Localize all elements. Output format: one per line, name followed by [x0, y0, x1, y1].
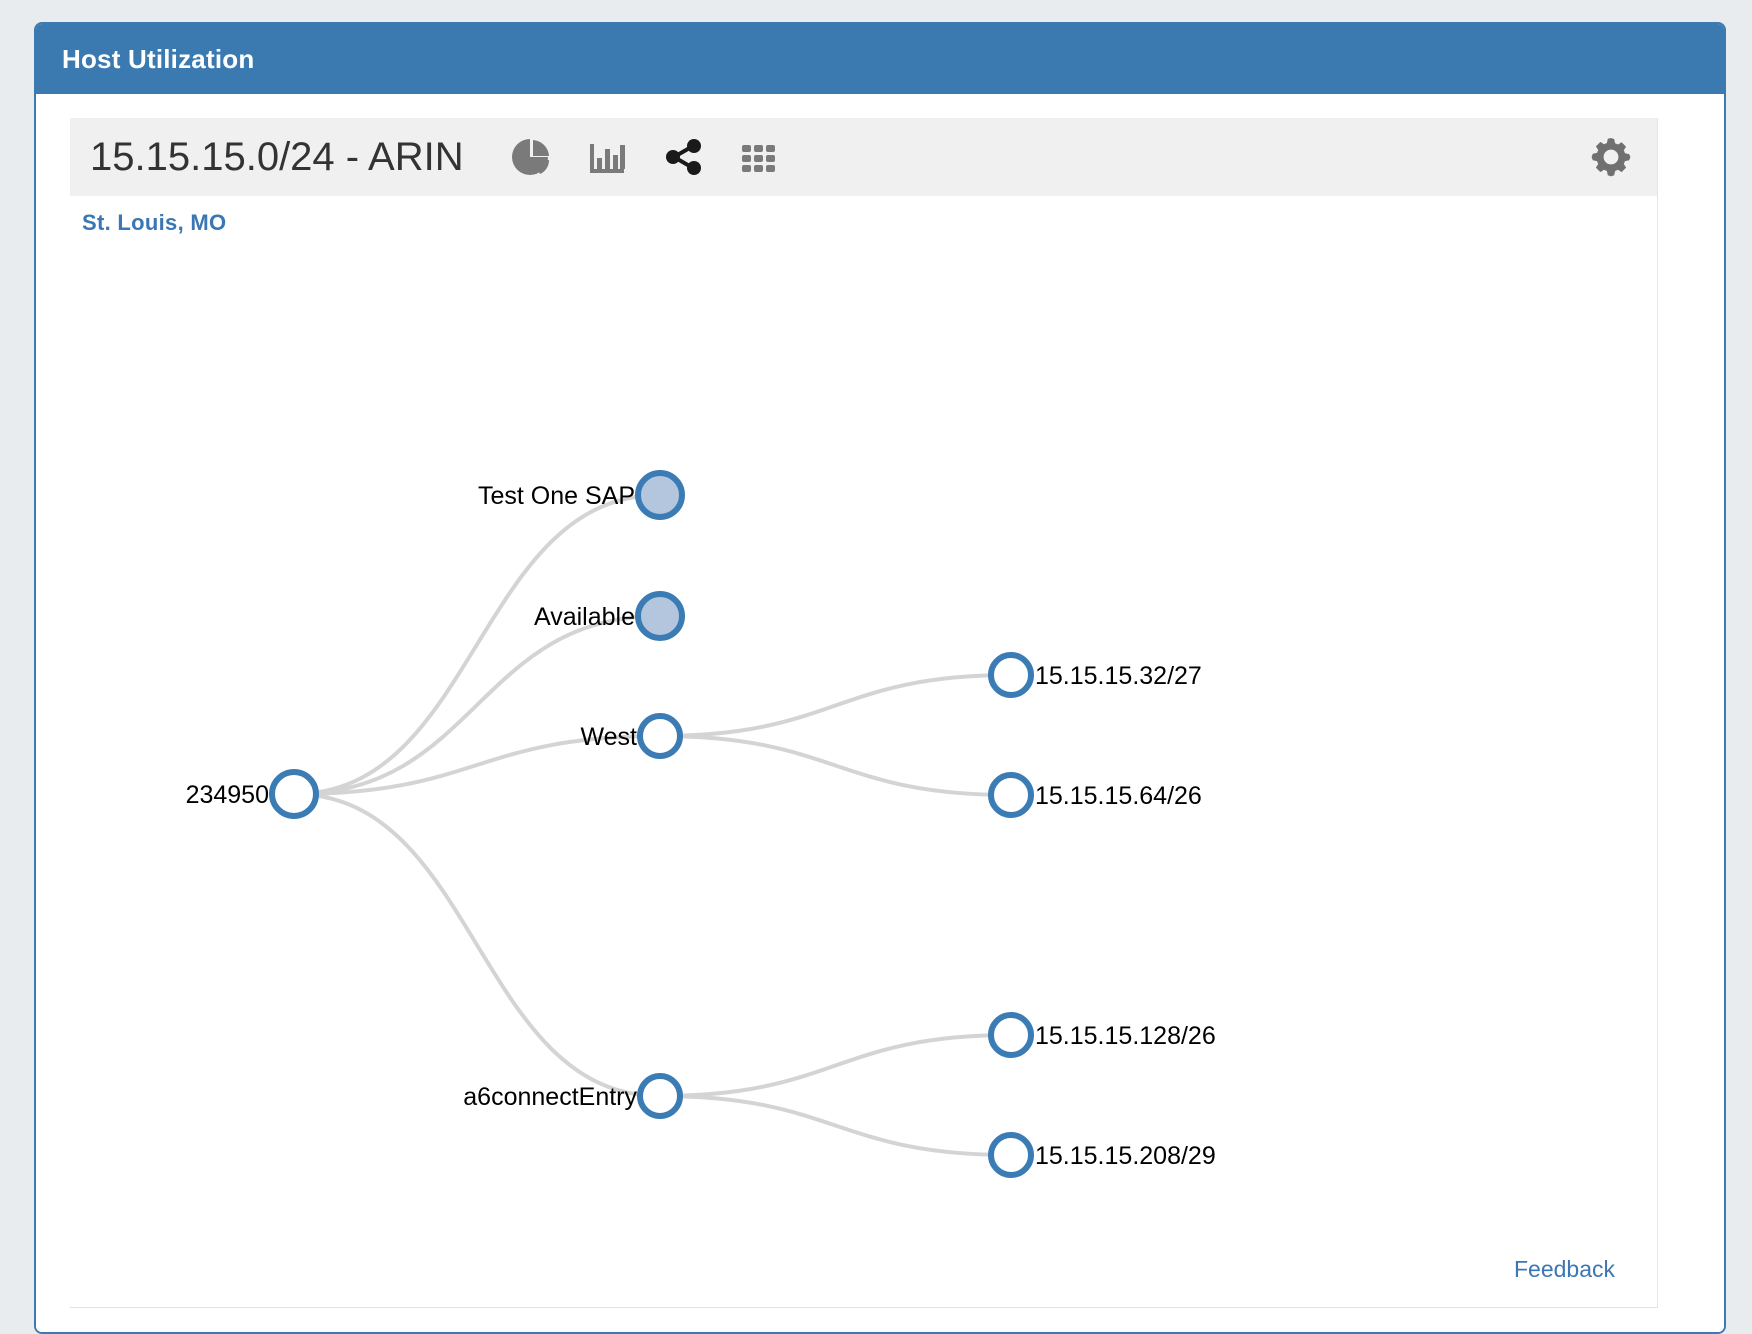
- tree-node[interactable]: 15.15.15.32/27: [988, 652, 1202, 698]
- tree-link: [659, 1094, 1012, 1157]
- tree-node-circle[interactable]: [635, 470, 685, 520]
- tree-node-label: Available: [534, 603, 635, 631]
- tree-node[interactable]: Available: [534, 591, 685, 641]
- tree-node-label: 15.15.15.64/26: [1035, 782, 1202, 810]
- tree-link: [293, 614, 661, 796]
- view-toolbar: 15.15.15.0/24 - ARIN: [70, 118, 1657, 196]
- tree-node[interactable]: a6connectEntry: [463, 1073, 683, 1119]
- grid-icon[interactable]: [738, 136, 780, 178]
- network-title: 15.15.15.0/24 - ARIN: [90, 134, 464, 179]
- tree-link: [659, 673, 1012, 738]
- host-utilization-panel: Host Utilization 15.15.15.0/24 - ARIN: [34, 22, 1726, 1334]
- tree-node-circle[interactable]: [269, 769, 319, 819]
- tree-link: [293, 734, 661, 796]
- tree-link: [293, 493, 661, 796]
- page-title: Host Utilization: [62, 43, 255, 74]
- tree-node-circle[interactable]: [988, 1012, 1034, 1058]
- tree-node-label: 15.15.15.208/29: [1035, 1142, 1216, 1170]
- tree-node[interactable]: 15.15.15.64/26: [988, 772, 1202, 818]
- tree-link: [293, 792, 661, 1098]
- tree-node-label: 234950: [186, 781, 269, 809]
- tree-node-circle[interactable]: [988, 652, 1034, 698]
- tree-node[interactable]: Test One SAP: [478, 470, 685, 520]
- tree-node-circle[interactable]: [637, 713, 683, 759]
- panel-body: 15.15.15.0/24 - ARIN: [36, 94, 1724, 1332]
- bar-chart-icon[interactable]: [586, 136, 628, 178]
- share-network-icon[interactable]: [662, 136, 704, 178]
- tree-link: [659, 1033, 1012, 1098]
- view-icon-group: [510, 136, 780, 178]
- tree-node-label: West: [581, 723, 638, 751]
- tree-node-circle[interactable]: [988, 772, 1034, 818]
- location-subtitle: St. Louis, MO: [82, 210, 227, 235]
- tree-node-circle[interactable]: [637, 1073, 683, 1119]
- tree-node-label: a6connectEntry: [463, 1083, 637, 1111]
- tree-node-label: Test One SAP: [478, 482, 635, 510]
- tree-link: [659, 734, 1012, 797]
- tree-node[interactable]: 15.15.15.128/26: [988, 1012, 1216, 1058]
- tree-node[interactable]: West: [581, 713, 683, 759]
- feedback-link[interactable]: Feedback: [1513, 1256, 1615, 1282]
- content-box: 15.15.15.0/24 - ARIN: [70, 118, 1658, 1308]
- tree-node[interactable]: 234950: [186, 769, 319, 819]
- tree-node-circle[interactable]: [635, 591, 685, 641]
- tree-node-circle[interactable]: [988, 1132, 1034, 1178]
- panel-header: Host Utilization: [36, 24, 1724, 94]
- tree-node[interactable]: 15.15.15.208/29: [988, 1132, 1216, 1178]
- tree-node-label: 15.15.15.128/26: [1035, 1022, 1216, 1050]
- pie-chart-icon[interactable]: [510, 136, 552, 178]
- gear-icon[interactable]: [1587, 133, 1635, 181]
- tree-node-label: 15.15.15.32/27: [1035, 662, 1202, 690]
